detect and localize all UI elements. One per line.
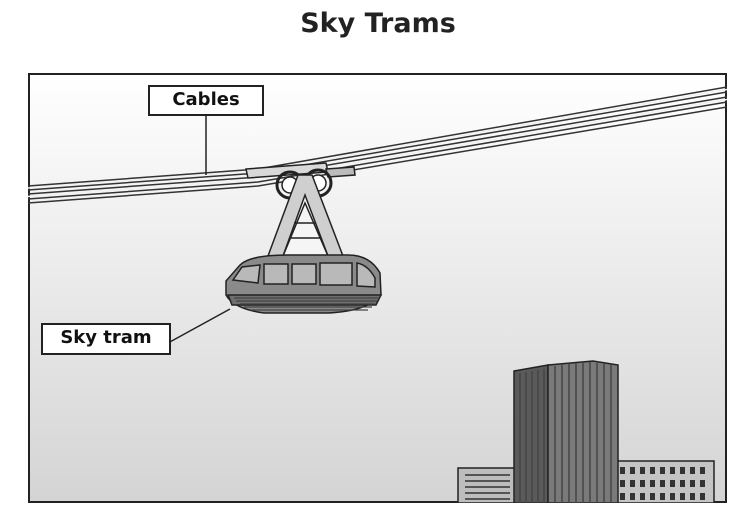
cables-label: Cables bbox=[148, 85, 264, 116]
sky-tram-leader-line bbox=[167, 308, 231, 344]
sky-tram-label: Sky tram bbox=[41, 323, 171, 355]
sky-tram-cabin bbox=[225, 254, 383, 314]
diagram-title: Sky Trams bbox=[300, 8, 456, 39]
sky-tram-illustration bbox=[28, 73, 727, 503]
city-buildings bbox=[457, 360, 715, 503]
